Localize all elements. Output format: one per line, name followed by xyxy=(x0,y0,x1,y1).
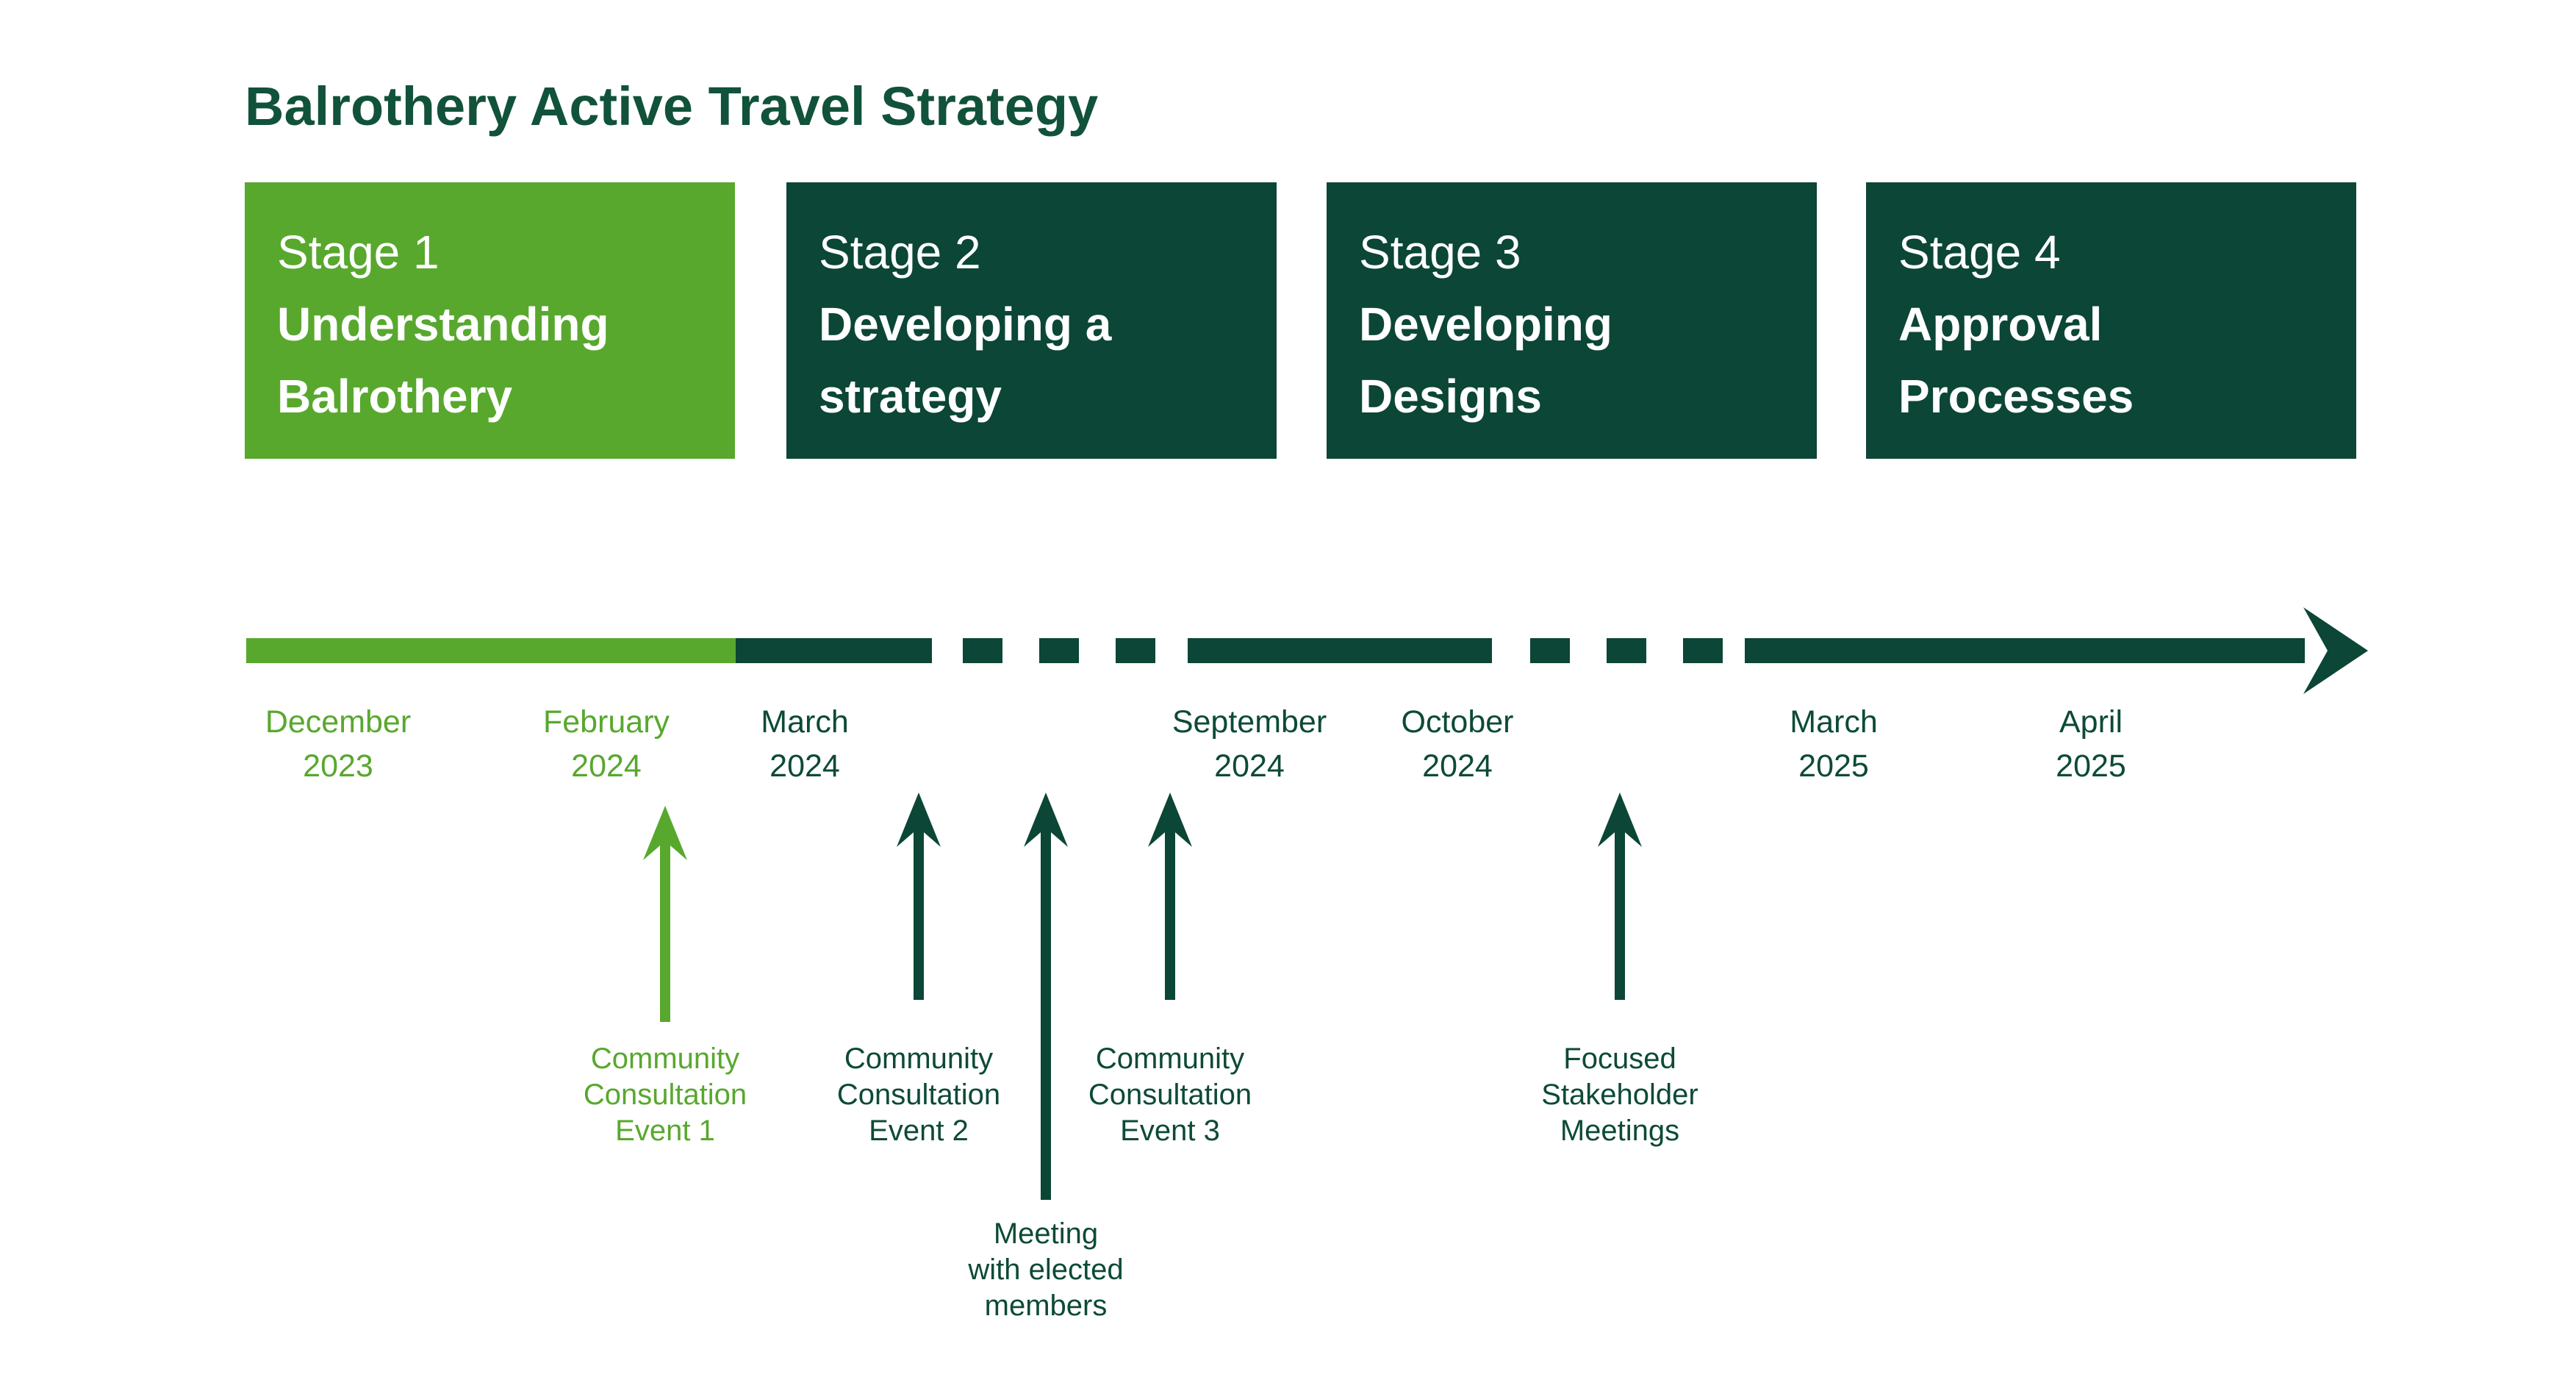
event-label-community-consultation-2: Community Consultation Event 2 xyxy=(837,1041,1000,1149)
timeline-segment-green xyxy=(246,638,736,663)
stage-3-title-line1: Developing xyxy=(1359,298,1612,351)
stage-4-title-line2: Processes xyxy=(1898,370,2134,423)
stage-2-title-line2: strategy xyxy=(819,370,1002,423)
event-line: Event 3 xyxy=(1120,1115,1220,1147)
date-label-december-2023: December 2023 xyxy=(265,700,411,788)
stage-box-1: Stage 1 Understanding Balrothery xyxy=(245,182,735,459)
date-year: 2023 xyxy=(303,748,373,784)
event-line: Consultation xyxy=(1088,1079,1252,1111)
event-line: Consultation xyxy=(583,1079,747,1111)
event-line: Event 1 xyxy=(615,1115,715,1147)
stage-1-title-line2: Balrothery xyxy=(277,370,513,423)
event-arrow-stakeholder-meetings xyxy=(1598,793,1642,1000)
date-month: March xyxy=(761,704,849,740)
stage-1-title-line1: Understanding xyxy=(277,298,609,351)
event-line: Stakeholder xyxy=(1541,1079,1698,1111)
event-line: Community xyxy=(1095,1043,1245,1075)
event-label-community-consultation-1: Community Consultation Event 1 xyxy=(584,1041,747,1149)
event-line: Focused xyxy=(1563,1043,1676,1075)
date-year: 2024 xyxy=(1214,748,1285,784)
event-line: with elected xyxy=(968,1254,1124,1286)
stage-4-number: Stage 4 xyxy=(1898,226,2061,279)
timeline-arrowhead-icon xyxy=(2303,607,2368,694)
stage-1-number: Stage 1 xyxy=(277,226,440,279)
timeline-segment-solid-3 xyxy=(1745,638,2305,663)
date-label-october-2024: October 2024 xyxy=(1402,700,1514,788)
timeline-dash xyxy=(963,638,1002,663)
event-label-elected-members: Meeting with elected members xyxy=(968,1216,1123,1324)
event-line: Community xyxy=(844,1043,994,1075)
stage-2-title-line1: Developing a xyxy=(819,298,1112,351)
date-label-february-2024: February 2024 xyxy=(543,700,670,788)
event-label-community-consultation-3: Community Consultation Event 3 xyxy=(1088,1041,1252,1149)
date-year: 2025 xyxy=(2056,748,2126,784)
date-label-march-2024: March 2024 xyxy=(761,700,848,788)
date-year: 2024 xyxy=(571,748,642,784)
page-title: Balrothery Active Travel Strategy xyxy=(245,76,1099,137)
timeline-dash xyxy=(1607,638,1646,663)
event-line: Community xyxy=(590,1043,740,1075)
timeline-dash xyxy=(1530,638,1570,663)
stage-box-4: Stage 4 Approval Processes xyxy=(1866,182,2356,459)
date-month: March xyxy=(1790,704,1878,740)
date-year: 2025 xyxy=(1798,748,1869,784)
stage-3-number: Stage 3 xyxy=(1359,226,1521,279)
event-line: Meetings xyxy=(1560,1115,1680,1147)
timeline-dash xyxy=(1683,638,1723,663)
date-month: February xyxy=(542,704,670,740)
date-year: 2024 xyxy=(769,748,840,784)
event-arrow-community-consultation-3 xyxy=(1148,793,1192,1000)
event-line: Consultation xyxy=(836,1079,1001,1111)
timeline-segment-solid-2 xyxy=(1188,638,1492,663)
date-month: April xyxy=(2059,704,2123,740)
stage-4-title-line1: Approval xyxy=(1898,298,2103,351)
timeline-dash xyxy=(1039,638,1079,663)
date-month: September xyxy=(1172,704,1327,740)
event-line: Event 2 xyxy=(869,1115,969,1147)
date-month: December xyxy=(265,704,412,740)
event-line: members xyxy=(984,1290,1108,1322)
event-arrow-community-consultation-2 xyxy=(897,793,941,1000)
event-arrow-elected-members xyxy=(1024,793,1068,1200)
event-label-stakeholder-meetings: Focused Stakeholder Meetings xyxy=(1541,1041,1698,1149)
timeline-dash xyxy=(1116,638,1155,663)
stage-2-number: Stage 2 xyxy=(819,226,981,279)
stage-box-2: Stage 2 Developing a strategy xyxy=(786,182,1277,459)
timeline-segment-solid-1 xyxy=(736,638,932,663)
event-line: Meeting xyxy=(993,1217,1099,1250)
date-month: October xyxy=(1401,704,1514,740)
stage-3-title-line2: Designs xyxy=(1359,370,1542,423)
date-year: 2024 xyxy=(1422,748,1493,784)
date-label-march-2025: March 2025 xyxy=(1790,700,1877,788)
event-arrow-community-consultation-1 xyxy=(643,806,687,1022)
date-label-september-2024: September 2024 xyxy=(1172,700,1327,788)
date-label-april-2025: April 2025 xyxy=(2056,700,2126,788)
stage-box-3: Stage 3 Developing Designs xyxy=(1327,182,1817,459)
